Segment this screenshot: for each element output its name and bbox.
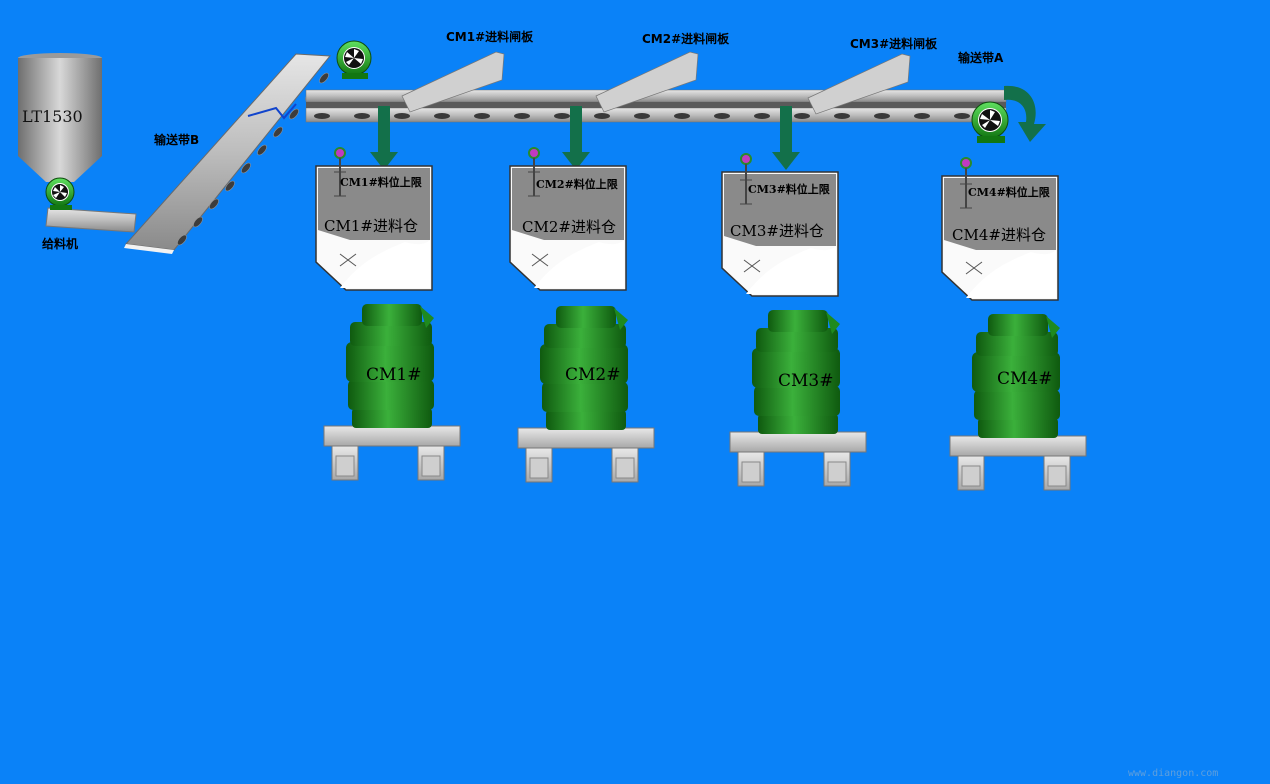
conveyor-a-motor-icon[interactable]	[971, 101, 1009, 143]
bin-cm1[interactable]: CM1#料位上限 CM1#进料仓	[315, 147, 433, 291]
mill-cm2-label: CM2#	[565, 365, 620, 385]
hopper-lt1530[interactable]: LT1530	[18, 53, 102, 182]
bin-cm4-limit-label: CM4#料位上限	[968, 185, 1050, 199]
bin-cm3[interactable]: CM3#料位上限 CM3#进料仓	[721, 153, 839, 297]
gate-cm3-label: CM3#进料闸板	[850, 36, 938, 51]
bin-cm4-name: CM4#进料仓	[952, 226, 1046, 244]
mill-cm3[interactable]: CM3#	[729, 310, 867, 487]
gate-cm2[interactable]	[595, 51, 699, 113]
bin-cm2-name: CM2#进料仓	[522, 218, 616, 236]
bin-cm1-limit-label: CM1#料位上限	[340, 175, 422, 189]
mill-cm1[interactable]: CM1#	[323, 304, 461, 481]
mill-cm2[interactable]: CM2#	[517, 306, 655, 483]
bin-cm1-name: CM1#进料仓	[324, 217, 418, 235]
rotation-arrow-icon	[1004, 85, 1046, 142]
bin-cm2-limit-label: CM2#料位上限	[536, 177, 618, 191]
conveyor-b-label: 输送带B	[154, 132, 199, 147]
bin-cm1-level-sensor-icon[interactable]	[334, 147, 346, 197]
gate-cm1[interactable]	[401, 51, 505, 113]
conveyor-a-rollers	[314, 113, 970, 119]
mill-cm1-label: CM1#	[366, 365, 421, 385]
conveyor-b-rollers	[177, 72, 329, 246]
bin-cm3-limit-label: CM3#料位上限	[748, 182, 830, 196]
mill-cm4[interactable]: CM4#	[949, 314, 1087, 491]
feeder[interactable]	[45, 177, 137, 233]
bin-cm2-level-sensor-icon[interactable]	[528, 147, 540, 197]
bin-cm4-level-sensor-icon[interactable]	[960, 157, 972, 209]
conveyor-b[interactable]	[124, 53, 331, 254]
watermark: www.diangon.com	[1128, 768, 1218, 779]
mill-cm3-label: CM3#	[778, 371, 833, 391]
feeder-motor-icon[interactable]	[45, 177, 75, 210]
bin-cm3-name: CM3#进料仓	[730, 222, 824, 240]
conveyor-b-motor-icon[interactable]	[336, 40, 372, 79]
bin-cm3-level-sensor-icon[interactable]	[740, 153, 752, 205]
gate-cm3[interactable]	[807, 53, 911, 115]
conveyor-a-label: 输送带A	[958, 50, 1004, 65]
mill-cm4-label: CM4#	[997, 369, 1052, 389]
bin-cm2[interactable]: CM2#料位上限 CM2#进料仓	[509, 147, 627, 291]
hopper-label: LT1530	[22, 107, 83, 126]
flow-arrows	[370, 106, 800, 170]
gate-cm1-label: CM1#进料闸板	[446, 29, 534, 44]
feeder-label: 给料机	[42, 236, 78, 251]
bin-cm4[interactable]: CM4#料位上限 CM4#进料仓	[941, 157, 1059, 301]
gate-cm2-label: CM2#进料闸板	[642, 31, 730, 46]
